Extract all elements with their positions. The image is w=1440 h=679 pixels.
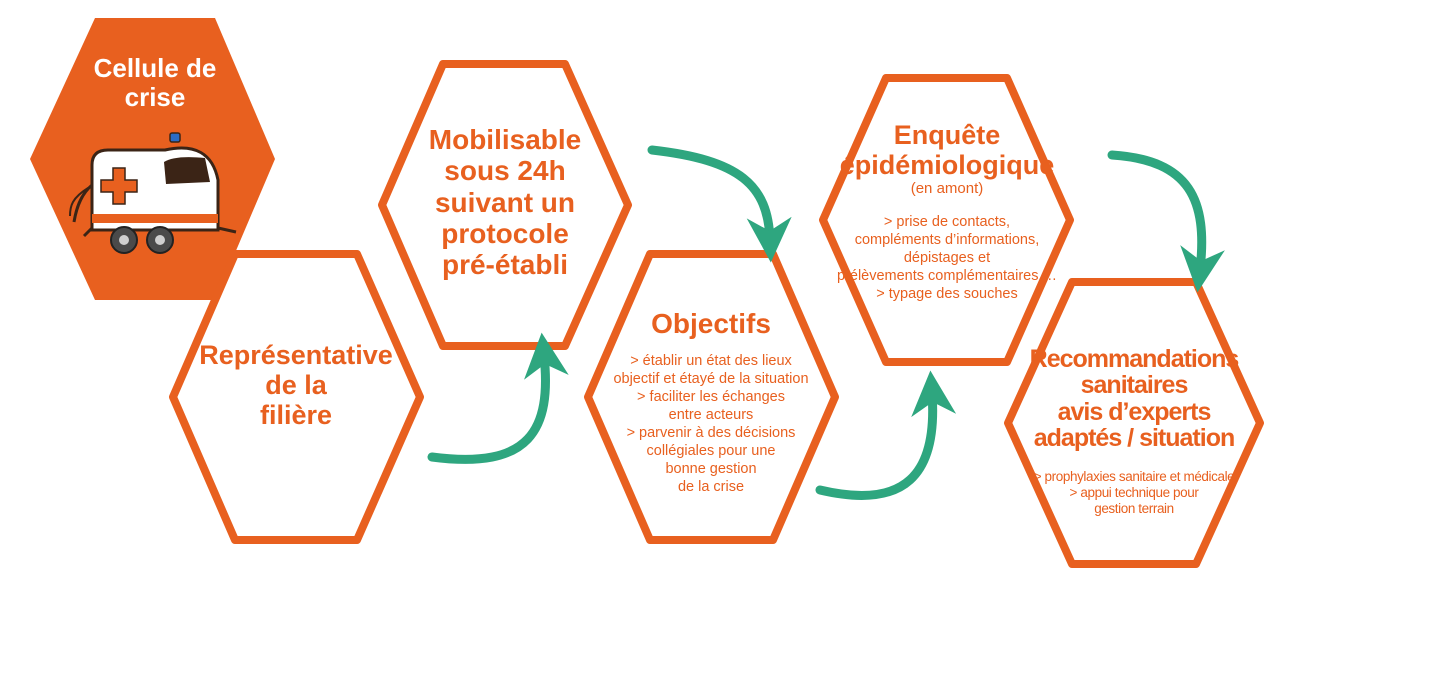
recommandations-line2: sanitaires (1080, 371, 1189, 400)
enquete-detail-4: prélèvements complémentaires,… (836, 268, 1057, 285)
recommandations-detail-2: > appui technique pour (1069, 485, 1199, 501)
recommandations-line1: Recommandations (1029, 345, 1240, 373)
enquete-title-line2: épidémiologique (839, 150, 1055, 181)
arrow-representative-to-mobilisable (427, 332, 569, 464)
enquete-detail-2: compléments d’informations, (854, 232, 1040, 249)
recommandations-detail-3: gestion terrain (1094, 501, 1174, 517)
enquete-hexagon (819, 74, 1074, 366)
enquete-detail-3: dépistages et (903, 250, 991, 267)
cellule-title-line1: Cellule de (93, 53, 217, 83)
recommandations-detail-1: > prophylaxies sanitaire et médicale (1033, 469, 1235, 484)
arrow-enquete-to-recommandations (1107, 150, 1225, 293)
representative-hexagon (169, 250, 424, 544)
ambulance-trailer-icon (69, 132, 237, 254)
objectifs-detail-4: entre acteurs (668, 407, 754, 424)
objectifs-detail-2: objectif et étayé de la situation (613, 371, 809, 388)
enquete-details: > prise de contacts, compléments d’infor… (818, 214, 1076, 304)
objectifs-detail-7: bonne gestion (665, 461, 757, 478)
objectifs-detail-1: > établir un état des lieux (630, 353, 792, 370)
objectifs-detail-8: de la crise (677, 479, 745, 496)
mobilisable-line5: pré-établi (441, 249, 569, 281)
objectifs-detail-6: collégiales pour une (646, 443, 776, 460)
mobilisable-text: Mobilisable sous 24h suivant un protocol… (392, 124, 618, 281)
mobilisable-line3: suivant un (434, 186, 575, 218)
enquete-detail-5: > typage des souches (876, 286, 1018, 303)
objectifs-title: Objectifs (651, 308, 771, 339)
objectifs-text: Objectifs > établir un état des lieux ob… (592, 308, 830, 497)
cellule-title-line2: crise (124, 82, 186, 113)
enquete-subtitle: (en amont) (910, 180, 984, 198)
objectifs-detail-5: > parvenir à des décisions (626, 425, 796, 442)
recommandations-line4: adaptés / situation (1033, 423, 1235, 452)
representative-text: Représentative de la filière (180, 340, 412, 431)
arrow-mobilisable-to-objectifs (647, 145, 792, 263)
objectifs-details: > établir un état des lieux objectif et … (592, 353, 830, 497)
recommandations-details: > prophylaxies sanitaire et médicale > a… (1012, 469, 1256, 518)
recommandations-line3: avis d’experts (1057, 397, 1212, 426)
mobilisable-line4: protocole (441, 218, 569, 250)
objectifs-detail-3: > faciliter les échanges (637, 389, 785, 406)
enquete-text: Enquête épidémiologique (en amont) > pri… (818, 120, 1076, 304)
enquete-detail-1: > prise de contacts, (883, 214, 1011, 231)
cellule-title: Cellule de crise (60, 53, 250, 113)
arrow-objectifs-to-enquete (815, 370, 957, 500)
representative-line1: Représentative (199, 340, 393, 370)
mobilisable-line2: sous 24h (444, 155, 566, 187)
enquete-title-line1: Enquête (893, 120, 1001, 150)
recommandations-text: Recommandations sanitaires avis d’expert… (1012, 346, 1256, 518)
representative-line2: de la (265, 370, 327, 401)
representative-line3: filière (259, 400, 333, 431)
mobilisable-line1: Mobilisable (428, 124, 582, 155)
